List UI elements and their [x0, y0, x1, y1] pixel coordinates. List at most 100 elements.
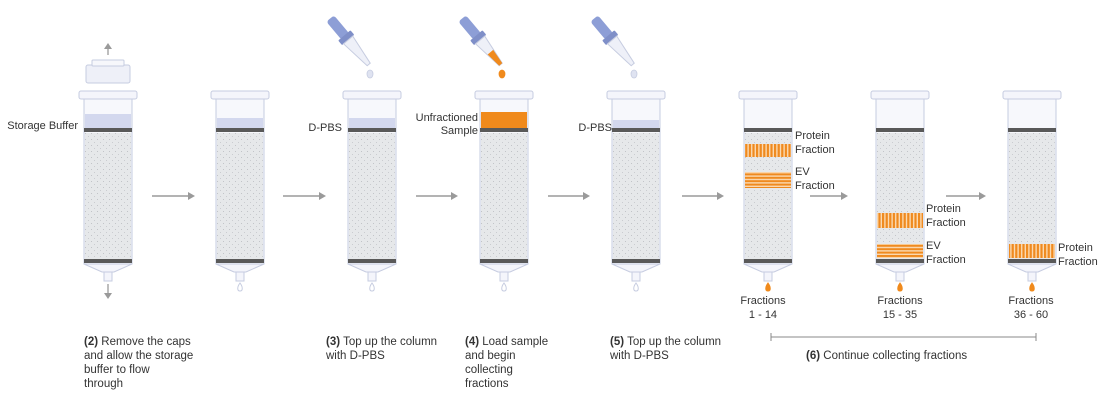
resin-bed	[217, 133, 263, 260]
protein-fraction-label-1a: Protein	[795, 130, 830, 142]
column-2	[210, 90, 270, 292]
ev-fraction-label-2b: Fraction	[926, 254, 966, 266]
pipette-collar	[338, 30, 354, 45]
flow-arrow-5	[682, 192, 724, 200]
bottom-frit	[612, 259, 660, 263]
pipette-bulb	[327, 16, 349, 39]
column-tip	[1027, 271, 1037, 282]
step-number: (4)	[465, 336, 480, 348]
drop-icon	[1029, 282, 1035, 292]
ev-fraction-label-1a: EV	[795, 166, 810, 178]
column-funnel	[347, 263, 397, 273]
arrow-head-icon	[583, 192, 590, 200]
flow-arrow-3	[416, 192, 458, 200]
protein-band	[1009, 244, 1055, 258]
column-funnel	[743, 263, 793, 273]
bottom-frit	[84, 259, 132, 263]
column-tip	[763, 271, 773, 282]
fractions-title-2: Fractions	[877, 295, 923, 307]
buffer-layer	[613, 120, 659, 128]
step-text: buffer to flow	[84, 364, 150, 376]
drop-icon	[369, 282, 375, 292]
step-text: and allow the storage	[84, 350, 194, 362]
drop-icon	[366, 69, 374, 79]
drop-icon	[501, 282, 507, 292]
arrow-head-icon	[188, 192, 195, 200]
drop-icon	[897, 282, 903, 292]
step-text: Remove the caps	[101, 336, 191, 348]
buffer-layer	[349, 118, 395, 130]
column-tip	[895, 271, 905, 282]
bottom-frit	[1008, 259, 1056, 263]
step-number: (3)	[326, 336, 341, 348]
step-4-caption: (4) Load sample and begin collecting fra…	[465, 335, 585, 391]
top-frit	[1008, 128, 1056, 132]
pipette-collar	[470, 30, 486, 45]
step-text: through	[84, 378, 124, 390]
step-text: Top up the column	[627, 336, 722, 348]
drop-icon	[630, 69, 638, 79]
resin-bed	[877, 133, 923, 260]
column-flange	[78, 90, 138, 100]
fractions-range-1: 1 - 14	[748, 309, 778, 321]
column-tip	[367, 271, 377, 282]
top-frit	[348, 128, 396, 132]
resin-bed	[1009, 133, 1055, 260]
column-funnel	[875, 263, 925, 273]
buffer-layer	[217, 118, 263, 130]
drop-icon	[633, 282, 639, 292]
arrow-head-icon	[451, 192, 458, 200]
arrow-head-icon	[841, 192, 848, 200]
arrow-head-icon	[319, 192, 326, 200]
step-3-caption: (3) Top up the column with D-PBS	[326, 335, 466, 363]
down-arrow-icon	[104, 293, 112, 299]
column-4	[474, 90, 534, 292]
step-number: (5)	[610, 336, 625, 348]
protein-fraction-label-2b: Fraction	[926, 217, 966, 229]
column-tip	[235, 271, 245, 282]
fractions-title-3: Fractions	[1008, 295, 1054, 307]
column-flange	[606, 90, 666, 100]
flow-arrow-2	[283, 192, 326, 200]
top-frit	[84, 128, 132, 132]
pipette-drop	[366, 69, 374, 79]
step-text: collecting	[465, 364, 513, 376]
buffer-layer	[85, 114, 131, 128]
pipette-dpbs-step5	[591, 16, 638, 79]
top-cap	[85, 64, 131, 84]
step-number: (2)	[84, 336, 99, 348]
dpbs-label-step5: D-PBS	[578, 122, 612, 134]
ev-fraction-label-2a: EV	[926, 240, 941, 252]
flow-arrow-4	[548, 192, 590, 200]
protein-band	[877, 213, 923, 228]
drop-icon	[237, 282, 243, 292]
step-text: with D-PBS	[610, 350, 669, 362]
bottom-frit	[744, 259, 792, 263]
ev-band	[745, 172, 791, 188]
bottom-frit	[216, 259, 264, 263]
column-funnel	[215, 263, 265, 273]
flow-arrow-7	[946, 192, 986, 200]
column-tip	[631, 271, 641, 282]
protein-fraction-label-3a: Protein	[1058, 242, 1093, 254]
pipette-drop	[498, 69, 506, 79]
top-frit	[612, 128, 660, 132]
drop-icon	[765, 282, 771, 292]
protein-fraction-label-2a: Protein	[926, 203, 961, 215]
bottom-frit	[876, 259, 924, 263]
protein-fraction-label-1b: Fraction	[795, 144, 835, 156]
step-text: Top up the column	[343, 336, 438, 348]
top-cap-rim	[91, 59, 125, 67]
column-8	[1002, 90, 1062, 292]
pipette-sample-step4	[459, 16, 506, 79]
pipette-tube	[606, 35, 635, 67]
resin-bed	[613, 133, 659, 260]
unfractioned-label-line1: Unfractioned	[415, 112, 478, 124]
column-funnel	[1007, 263, 1057, 273]
column-flange	[210, 90, 270, 100]
step-6-caption: (6) Continue collecting fractions	[806, 349, 1006, 363]
pipette-sample	[487, 49, 503, 66]
column-funnel	[611, 263, 661, 273]
resin-bed	[349, 133, 395, 260]
